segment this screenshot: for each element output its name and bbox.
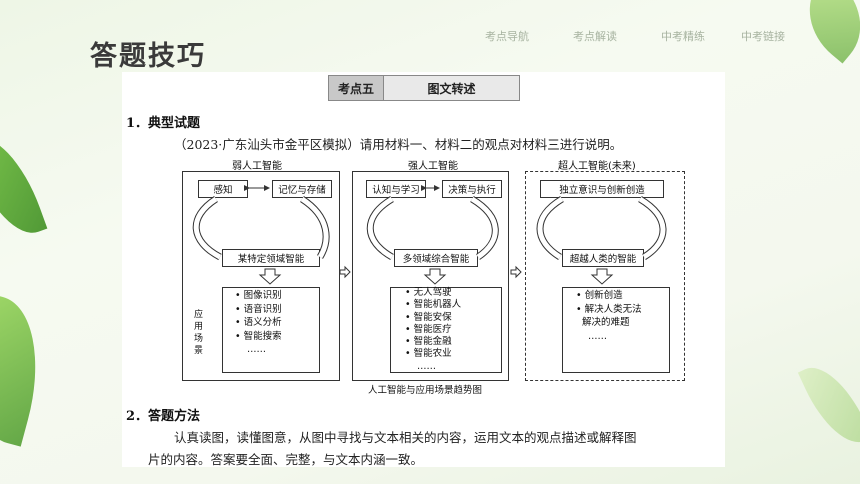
box-superhuman-intelligence: 超越人类的智能 — [562, 249, 644, 267]
leaf-decoration — [0, 125, 48, 245]
nav-tab-explanation[interactable]: 考点解读 — [573, 30, 617, 43]
leaf-decoration — [788, 0, 860, 64]
ai-trend-diagram: 弱人工智能 强人工智能 超人工智能(未来) 感知 记忆与存储 某特定领域智能 认… — [180, 157, 690, 381]
topic-tag: 考点五 — [329, 76, 384, 100]
right-arrow-icon — [510, 265, 522, 279]
column-title-strong-ai: 强人工智能 — [408, 161, 458, 172]
nav-tab-links[interactable]: 中考链接 — [741, 30, 785, 43]
apps-box-strong-ai — [390, 287, 502, 373]
list-item: • 无人驾驶 — [405, 287, 452, 298]
apps-box-weak-ai — [222, 287, 320, 373]
list-item: • 解决人类无法 — [576, 303, 642, 315]
apps-box-super-ai — [562, 287, 670, 373]
topic-title: 图文转述 — [384, 76, 519, 100]
nav-tab-navigation[interactable]: 考点导航 — [485, 30, 529, 43]
content-panel: 考点五 图文转述 1．典型试题 （2023·广东汕头市金平区模拟）请用材料一、材… — [122, 72, 725, 467]
column-weak-ai — [182, 171, 340, 381]
list-item: …… — [417, 360, 436, 372]
list-item: • 智能农业 — [405, 348, 452, 360]
box-perception: 感知 — [198, 180, 248, 198]
box-decision-execution: 决策与执行 — [442, 180, 502, 198]
right-arrow-icon — [339, 265, 351, 279]
column-title-super-ai: 超人工智能(未来) — [558, 161, 636, 172]
column-title-weak-ai: 弱人工智能 — [232, 161, 282, 172]
diagram-caption: 人工智能与应用场景趋势图 — [368, 385, 483, 396]
section-heading-example: 1．典型试题 — [126, 116, 201, 131]
column-super-ai — [525, 171, 685, 381]
list-item: …… — [588, 330, 607, 342]
list-item: …… — [247, 344, 266, 355]
column-strong-ai — [352, 171, 509, 381]
question-text: （2023·广东汕头市金平区模拟）请用材料一、材料二的观点对材料三进行说明。 — [174, 137, 623, 152]
page-title: 答题技巧 — [90, 41, 206, 72]
list-item: • 创新创造 — [576, 290, 623, 301]
method-text-line2: 片的内容。答案要全面、完整，与文本内涵一致。 — [148, 452, 424, 467]
apps-list-strong-ai: • 无人驾驶 • 智能机器人 • 智能安保 • 智能医疗 • 智能金融 • 智能… — [405, 287, 461, 373]
down-arrow-icon — [423, 268, 447, 285]
nav-tab-practice[interactable]: 中考精练 — [661, 30, 705, 43]
list-item: • 智能安保 — [405, 311, 452, 323]
down-arrow-icon — [590, 268, 614, 285]
box-independent-consciousness: 独立意识与创新创造 — [540, 180, 664, 198]
list-item: • 智能医疗 — [405, 323, 452, 335]
list-item: 解决的难题 — [576, 317, 630, 328]
leaf-decoration — [797, 355, 860, 455]
apps-list-weak-ai: • 图像识别 • 语音识别 • 语义分析 • 智能搜索 …… — [235, 289, 282, 357]
box-specific-domain-intelligence: 某特定领域智能 — [222, 249, 320, 267]
box-memory-storage: 记忆与存储 — [272, 180, 332, 198]
list-item: • 图像识别 — [235, 290, 282, 301]
section-heading-method: 2．答题方法 — [126, 409, 201, 424]
diagram-arrows — [192, 185, 667, 285]
list-item: • 智能金融 — [405, 336, 452, 348]
down-arrow-icon — [258, 268, 282, 285]
list-item: • 语义分析 — [235, 317, 282, 328]
apps-list-super-ai: • 创新创造 • 解决人类无法 解决的难题 …… — [576, 289, 642, 343]
box-cognition-learning: 认知与学习 — [366, 180, 426, 198]
list-item: • 智能机器人 — [405, 299, 462, 311]
box-multi-domain-intelligence: 多领域综合智能 — [394, 249, 478, 267]
app-scenario-label: 应用场景 — [194, 310, 204, 356]
method-text-line1: 认真读图，读懂图意，从图中寻找与文本相关的内容，运用文本的观点描述或解释图 — [174, 430, 637, 445]
leaf-decoration — [0, 293, 57, 447]
list-item: • 语音识别 — [235, 303, 282, 315]
list-item: • 智能搜索 — [235, 330, 282, 342]
topic-header: 考点五 图文转述 — [328, 75, 520, 101]
